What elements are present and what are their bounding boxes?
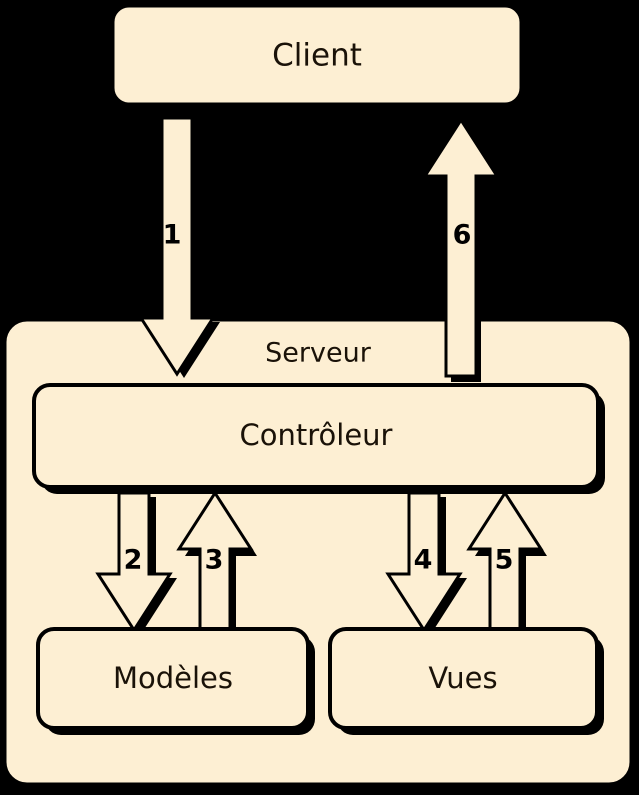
arrow-5-number: 5 [495, 545, 514, 576]
node-vues[interactable]: Vues [328, 627, 604, 735]
modeles-label: Modèles [113, 661, 233, 695]
arrow-6[interactable] [422, 117, 502, 382]
arrow-1[interactable] [138, 116, 220, 378]
arrow-3-number: 3 [205, 545, 224, 576]
arrow-4[interactable] [385, 491, 467, 634]
node-controleur[interactable]: Contrôleur [32, 383, 605, 494]
arrow-2-number: 2 [124, 545, 143, 576]
arrow-1-number: 1 [163, 220, 182, 251]
client-label: Client [272, 38, 362, 74]
node-client[interactable]: Client [111, 4, 528, 111]
modeles-box [36, 627, 310, 730]
arrow-4-body [385, 491, 463, 633]
arrow-6-body [422, 117, 500, 378]
arrow-2-body [95, 491, 173, 633]
vues-box [328, 627, 599, 730]
arrow-6-number: 6 [453, 220, 472, 251]
arrow-2[interactable] [95, 491, 177, 634]
client-box [111, 4, 523, 106]
serveur-label: Serveur [265, 338, 372, 369]
arrow-4-number: 4 [414, 545, 433, 576]
node-modeles[interactable]: Modèles [36, 627, 315, 735]
arrow-1-body [138, 116, 216, 377]
controleur-box [32, 383, 600, 489]
controleur-label: Contrôleur [240, 418, 393, 452]
vues-label: Vues [428, 661, 497, 695]
